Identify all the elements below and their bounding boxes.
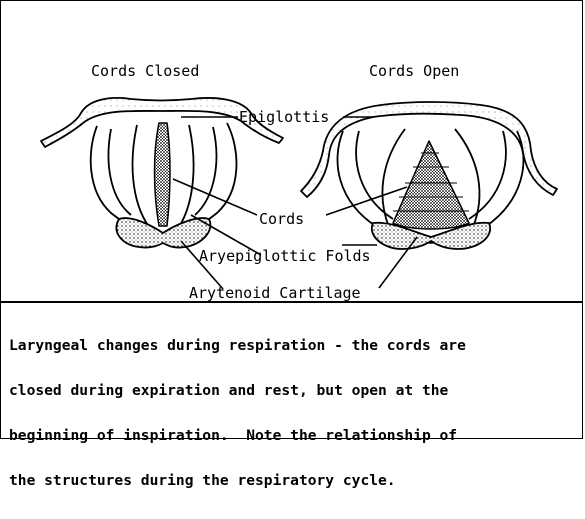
cords-closed: [155, 123, 171, 226]
caption-divider: [1, 301, 582, 303]
label-cords: Cords: [259, 210, 304, 228]
caption-line: closed during expiration and rest, but o…: [9, 383, 579, 398]
title-cords-closed: Cords Closed: [91, 62, 199, 80]
label-arytenoid-cartilage: Arytenoid Cartilage: [189, 284, 361, 301]
caption-line: the structures during the respiratory cy…: [9, 473, 579, 488]
label-aryepiglottic-folds: Aryepiglottic Folds: [199, 247, 371, 265]
title-cords-open: Cords Open: [369, 62, 459, 80]
caption: Laryngeal changes during respiration - t…: [9, 308, 579, 518]
larynx-diagram: Cords Closed Cords Open: [1, 1, 584, 301]
caption-line: Laryngeal changes during respiration - t…: [9, 338, 579, 353]
cords-open: [393, 141, 469, 229]
label-epiglottis: Epiglottis: [239, 108, 329, 126]
larynx-open: [301, 102, 557, 249]
figure-frame: Cords Closed Cords Open: [0, 0, 583, 439]
